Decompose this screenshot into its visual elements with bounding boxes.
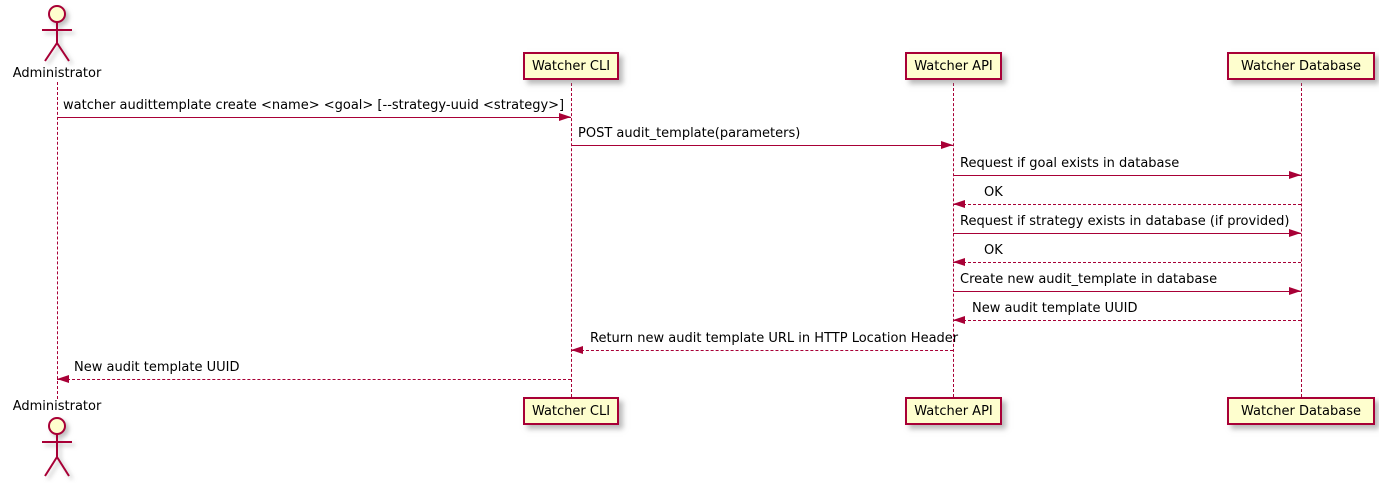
message-line [953, 320, 1301, 321]
message-label: Request if goal exists in database [960, 156, 1180, 171]
message-label: Return new audit template URL in HTTP Lo… [590, 331, 959, 346]
message-label: watcher audittemplate create <name> <goa… [63, 98, 565, 113]
arrowhead-right-icon [1289, 287, 1301, 295]
message-label: POST audit_template(parameters) [578, 126, 801, 141]
message-label: Create new audit_template in database [960, 272, 1218, 287]
lifeline-administrator [57, 82, 58, 399]
actor-icon [42, 417, 72, 477]
message-label: Request if strategy exists in database (… [960, 214, 1290, 229]
participant-watcher-database-bottom: Watcher Database [1227, 397, 1375, 425]
arrowhead-right-icon [1289, 229, 1301, 237]
arrowhead-right-icon [941, 141, 953, 149]
message-label: OK [984, 243, 1003, 258]
actor-icon [42, 5, 72, 62]
message-line [953, 175, 1301, 176]
message-line [953, 204, 1301, 205]
arrowhead-left-icon [571, 346, 583, 354]
message-line [57, 379, 571, 380]
message-line [57, 117, 571, 118]
message-line [953, 291, 1301, 292]
lifeline-watcher-api [953, 83, 954, 397]
message-label: OK [984, 185, 1003, 200]
participant-watcher-api-top: Watcher API [905, 52, 1002, 80]
message-line [571, 350, 953, 351]
arrowhead-right-icon [559, 113, 571, 121]
arrowhead-right-icon [1289, 171, 1301, 179]
participant-watcher-database-top: Watcher Database [1227, 52, 1375, 80]
message-line [953, 233, 1301, 234]
participant-watcher-api-bottom: Watcher API [905, 397, 1002, 425]
arrowhead-left-icon [953, 258, 965, 266]
lifeline-watcher-cli [571, 83, 572, 397]
participant-watcher-cli-bottom: Watcher CLI [523, 397, 619, 425]
arrowhead-left-icon [953, 316, 965, 324]
participant-watcher-cli-top: Watcher CLI [523, 52, 619, 80]
message-label: New audit template UUID [972, 301, 1138, 316]
arrowhead-left-icon [953, 200, 965, 208]
message-line [571, 145, 953, 146]
lifeline-watcher-database [1301, 83, 1302, 397]
actor-label-administrator-top: Administrator [12, 66, 102, 81]
message-label: New audit template UUID [74, 360, 240, 375]
actor-label-administrator-bottom: Administrator [12, 399, 102, 414]
message-line [953, 262, 1301, 263]
arrowhead-left-icon [57, 375, 69, 383]
